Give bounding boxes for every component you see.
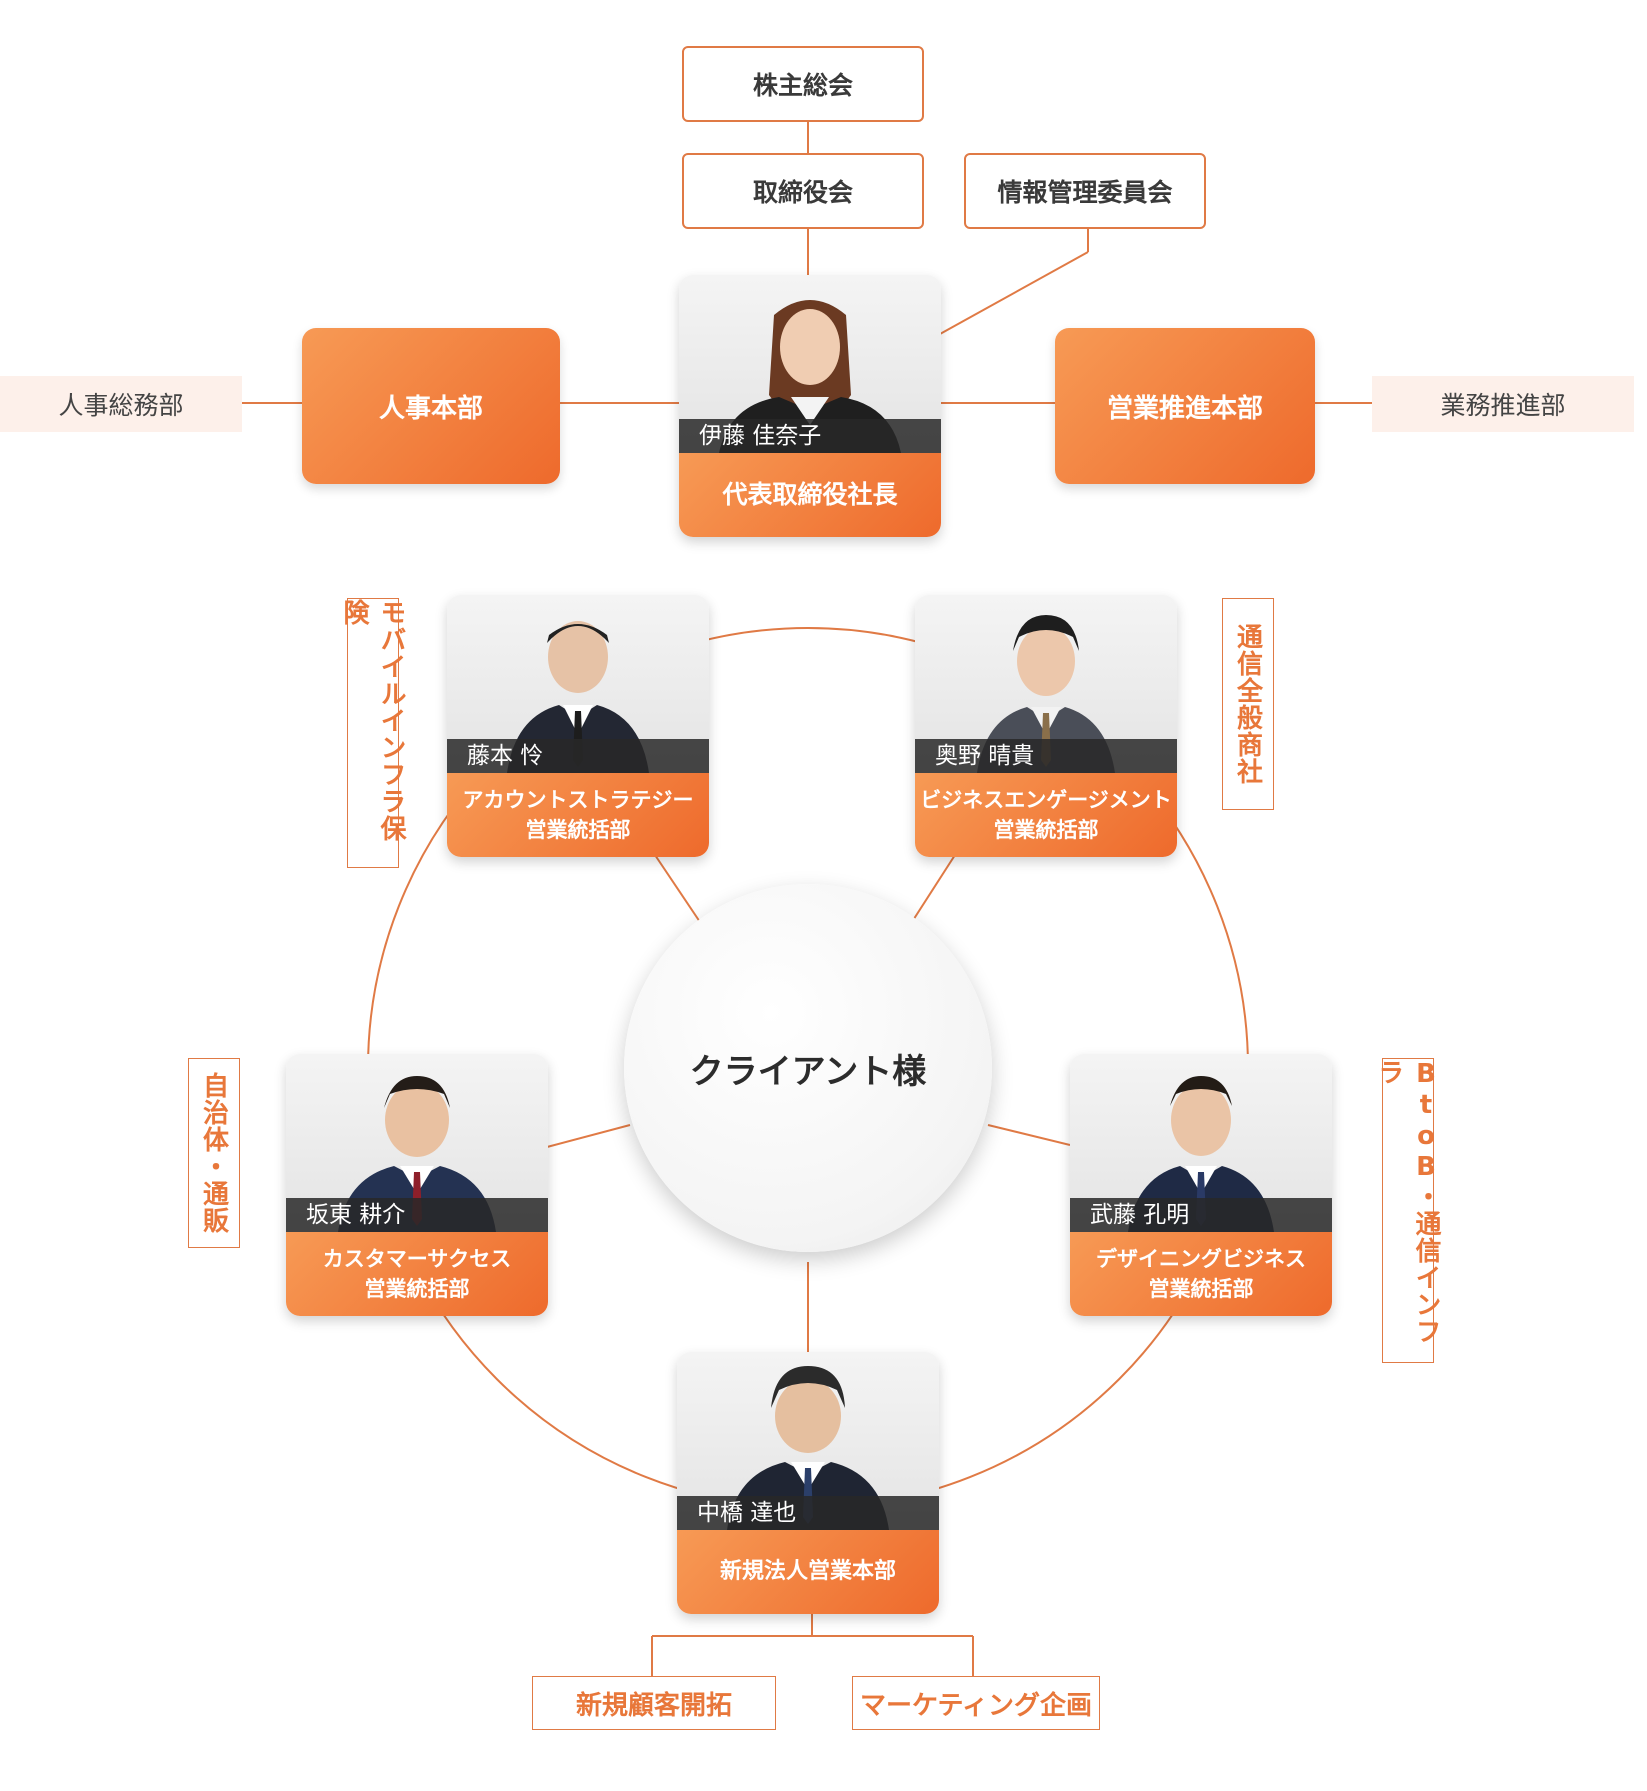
spoke-3 [546, 1124, 631, 1148]
area-label-btob-telecom-infra: BtoB・通信インフラ [1374, 1058, 1441, 1363]
member-card-4: 武藤 孔明 デザイニングビジネス営業統括部 [1070, 1054, 1332, 1316]
member-title-5: 新規法人営業本部 [677, 1530, 939, 1614]
member-card-2: 奥野 晴貴 ビジネスエンゲージメント営業統括部 [915, 595, 1177, 857]
ceo-title: 代表取締役社長 [679, 453, 941, 537]
client-center-circle: クライアント様 [624, 884, 992, 1252]
area-label-mobile-infra: モバイルインフラ保険 [339, 598, 406, 868]
bottom-label-marketing: マーケティング企画 [852, 1676, 1100, 1730]
member-name-1: 藤本 怜 [447, 739, 709, 773]
bottom-label-new-client: 新規顧客開拓 [532, 1676, 776, 1730]
client-center-label: クライアント様 [689, 1051, 927, 1092]
member-title-2: ビジネスエンゲージメント営業統括部 [915, 773, 1177, 857]
side-unit-left: 人事総務部 [0, 376, 242, 432]
spoke-2 [909, 854, 956, 926]
member-card-5: 中橋 達也 新規法人営業本部 [677, 1352, 939, 1614]
spoke-1 [654, 854, 703, 926]
line-committee-ceo [939, 251, 1089, 335]
member-name-4: 武藤 孔明 [1070, 1198, 1332, 1232]
member-title-3: カスタマーサクセス営業統括部 [286, 1232, 548, 1316]
spoke-4 [987, 1124, 1071, 1146]
shareholders-box: 株主総会 [682, 46, 924, 122]
member-card-3: 坂東 耕介 カスタマーサクセス営業統括部 [286, 1054, 548, 1316]
member-title-1: アカウントストラテジー営業統括部 [447, 773, 709, 857]
member-name-2: 奥野 晴貴 [915, 739, 1177, 773]
sales-promotion-dept-box: 営業推進本部 [1055, 328, 1315, 484]
ceo-card: 伊藤 佳奈子 代表取締役社長 [679, 275, 941, 537]
side-unit-right: 業務推進部 [1372, 376, 1634, 432]
member-card-1: 藤本 怜 アカウントストラテジー営業統括部 [447, 595, 709, 857]
hr-dept-box: 人事本部 [302, 328, 560, 484]
area-label-telecom-trading: 通信全般商社 [1222, 598, 1274, 810]
member-name-5: 中橋 達也 [677, 1496, 939, 1530]
board-box: 取締役会 [682, 153, 924, 229]
info-committee-box: 情報管理委員会 [964, 153, 1206, 229]
member-name-3: 坂東 耕介 [286, 1198, 548, 1232]
member-title-4: デザイニングビジネス営業統括部 [1070, 1232, 1332, 1316]
ceo-name: 伊藤 佳奈子 [679, 419, 941, 453]
area-label-municipal-mailorder: 自治体・通販 [188, 1058, 240, 1248]
